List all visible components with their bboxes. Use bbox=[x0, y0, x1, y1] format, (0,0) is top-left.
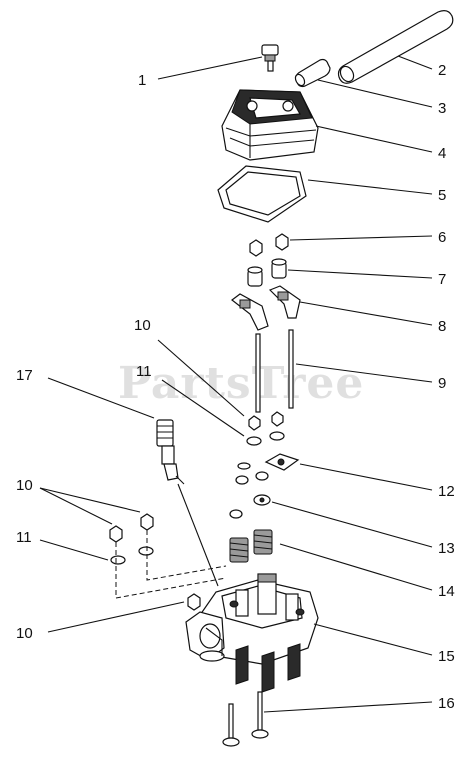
part-5-gasket bbox=[217, 165, 307, 223]
left-small-parts bbox=[109, 513, 227, 599]
callout-12: 12 bbox=[438, 483, 455, 500]
part-16-valves bbox=[222, 691, 269, 747]
part-3-fitting bbox=[294, 58, 331, 88]
callout-16: 16 bbox=[438, 695, 455, 712]
part-7-pivot-balls bbox=[247, 258, 287, 287]
part-1-bolt bbox=[261, 44, 279, 72]
part-2-breather-tube bbox=[337, 10, 454, 84]
part-6-nuts bbox=[249, 233, 289, 257]
callout-13: 13 bbox=[438, 540, 455, 557]
callout-17: 17 bbox=[16, 367, 33, 384]
callout-10-bottom: 10 bbox=[16, 625, 33, 642]
callout-4: 4 bbox=[438, 145, 446, 162]
watermark-text: PartsTree bbox=[118, 358, 364, 409]
callout-9: 9 bbox=[438, 375, 446, 392]
part-17-spark-plug bbox=[156, 419, 185, 485]
part-15-cylinder-head bbox=[177, 483, 319, 693]
part-10-lower-nut bbox=[187, 593, 201, 611]
callout-10-left: 10 bbox=[16, 477, 33, 494]
middle-small-parts bbox=[229, 411, 300, 519]
callout-labels: 1 2 3 4 5 6 7 8 9 10 11 17 10 11 12 13 1… bbox=[16, 62, 455, 712]
callout-7: 7 bbox=[438, 271, 446, 288]
part-4-valve-cover bbox=[221, 89, 319, 161]
callout-15: 15 bbox=[438, 648, 455, 665]
callout-6: 6 bbox=[438, 229, 446, 246]
part-14-valve-springs bbox=[229, 529, 273, 563]
callout-3: 3 bbox=[438, 100, 446, 117]
callout-8: 8 bbox=[438, 318, 446, 335]
callout-5: 5 bbox=[438, 187, 446, 204]
callout-14: 14 bbox=[438, 583, 455, 600]
callout-1: 1 bbox=[138, 72, 146, 89]
callout-2: 2 bbox=[438, 62, 446, 79]
callout-11-left: 11 bbox=[16, 529, 32, 546]
part-8-rocker-arms bbox=[231, 285, 301, 331]
leader-lines bbox=[39, 55, 433, 713]
part-9-push-rods bbox=[255, 329, 294, 413]
callout-10-top: 10 bbox=[134, 317, 151, 334]
callout-11-top: 11 bbox=[136, 363, 152, 380]
